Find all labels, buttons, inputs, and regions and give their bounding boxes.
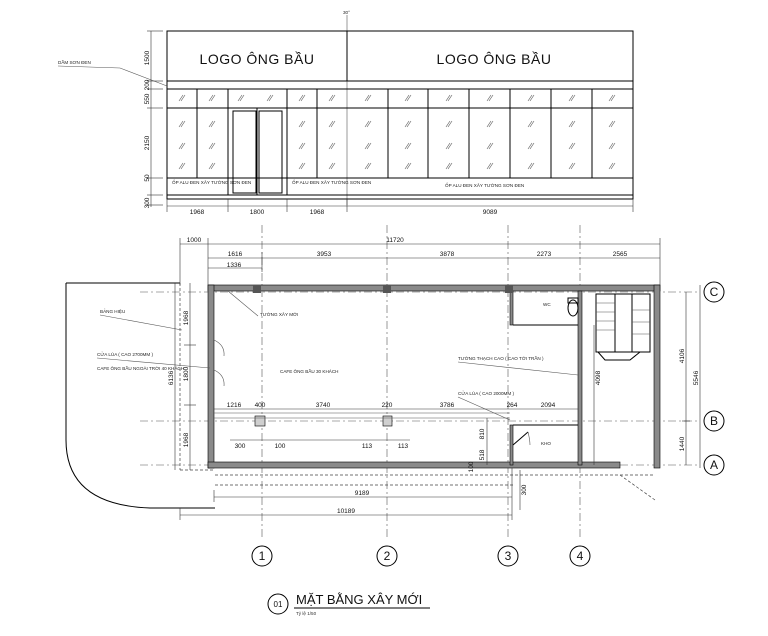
label-cua-lua-2: CỬA LÙA ( CAO 2000MM ) (458, 390, 514, 396)
store-wall-left (509, 424, 514, 466)
label-cafe-indoor: CAFE ÔNG BẦU 30 KHÁCH (280, 368, 338, 374)
label-wc: WC (543, 302, 551, 307)
note-left: ỐP ALU ĐEN XÂY TƯỜNG SƠN ĐEN (172, 179, 251, 185)
dim-top-2565: 2565 (613, 251, 628, 258)
dim-left-1968-a: 1968 (183, 310, 190, 325)
wc-wall-left (509, 290, 514, 326)
staircase (595, 293, 651, 361)
front-elevation: 30° LOGO ÔNG BẦU LOGO ÔNG BẦU ỐP ALU ĐEN… (57, 10, 634, 216)
label-bang-hieu: BẢNG HIỆU (100, 307, 125, 314)
dim-top-1000: 1000 (187, 237, 202, 244)
dim-small-100-b: 100 (468, 461, 475, 472)
title-text: MẶT BẰNG XÂY MỚI (296, 592, 422, 607)
label-cafe-outdoor: CAFE ÔNG BẦU NGOÀI TRỜI 40 KHÁCH (97, 365, 184, 371)
title-scale: Tỷ lệ 1/50 (296, 610, 317, 616)
column-top-3 (505, 285, 513, 293)
dim-small-518: 518 (479, 449, 486, 460)
axis-2: 2 (384, 549, 391, 563)
dim-inner-264: 264 (507, 402, 518, 409)
column-top-2 (383, 285, 391, 293)
site-boundary (65, 283, 215, 509)
label-dam: DẦM SƠN ĐEN (58, 59, 91, 65)
dim-bottom-10189: 10189 (337, 508, 355, 515)
dim-left-1968-b: 1968 (183, 432, 190, 447)
column-top-1 (253, 285, 261, 293)
dim-bottom-300: 300 (521, 484, 528, 495)
dim-inner-2094: 2094 (541, 402, 556, 409)
dim-h-1800: 1800 (250, 209, 265, 216)
column-1 (254, 415, 266, 427)
dim-v-2150: 2150 (144, 135, 151, 150)
dim-v-50: 50 (144, 174, 151, 182)
dim-small-113-a: 113 (362, 443, 373, 450)
dim-small-810: 810 (479, 428, 486, 439)
axis-4: 4 (577, 549, 584, 563)
dim-h-1968-b: 1968 (310, 209, 325, 216)
dim-v-1500: 1500 (144, 50, 151, 65)
dim-right-4098: 4098 (595, 370, 602, 385)
floor-plan: BẢNG HIỆU CỬA LÙA ( CAO 2700MM ) CAFE ÔN… (65, 225, 725, 567)
dim-top-1336: 1336 (227, 262, 242, 269)
dim-inner-400: 400 (255, 402, 266, 409)
dim-v-300: 300 (144, 197, 151, 208)
dim-left-1800: 1800 (183, 366, 190, 381)
dim-inner-220: 220 (382, 402, 393, 409)
logo-right: LOGO ÔNG BẦU (437, 51, 552, 67)
logo-left: LOGO ÔNG BẦU (200, 51, 315, 67)
dim-v-550: 550 (144, 93, 151, 104)
dim-bottom-9189: 9189 (355, 490, 370, 497)
dim-h-9089: 9089 (483, 209, 498, 216)
note-mid: ỐP ALU ĐEN XÂY TƯỜNG SƠN ĐEN (292, 179, 371, 185)
label-kho: KHO (541, 441, 551, 446)
wall-left (207, 284, 215, 469)
axis-a: A (710, 458, 718, 472)
wall-bottom (207, 461, 621, 469)
dim-top-2273: 2273 (537, 251, 552, 258)
label-tuong-xay: TƯỜNG XÂY MỚI (260, 311, 298, 317)
dim-inner-3740: 3740 (316, 402, 331, 409)
dim-left-6136: 6136 (168, 370, 175, 385)
top-mark-label: 30° (343, 10, 350, 15)
dim-inner-3786: 3786 (440, 402, 455, 409)
label-cua-lua: CỬA LÙA ( CAO 2700MM ) (97, 351, 153, 357)
wall-top (207, 284, 661, 292)
partition-gypsum (577, 290, 583, 466)
label-tuong-thach: TƯỜNG THẠCH CAO ( CAO TỚI TRẦN ) (458, 355, 544, 361)
dim-inner-1216: 1216 (227, 402, 242, 409)
dim-right-5546: 5546 (693, 370, 700, 385)
dim-top-3953: 3953 (317, 251, 332, 258)
dim-v-200: 200 (144, 79, 151, 90)
dim-right-1440: 1440 (679, 436, 686, 451)
axis-markers: 1 2 3 4 C B A (251, 281, 725, 567)
dim-right-4106: 4106 (679, 348, 686, 363)
dim-small-113-b: 113 (398, 443, 409, 450)
axis-1: 1 (259, 549, 266, 563)
title-number: 01 (274, 600, 283, 609)
wall-right (653, 284, 661, 469)
dim-h-1968-a: 1968 (190, 209, 205, 216)
door-right-leaf (258, 110, 283, 194)
toilet-icon (567, 299, 579, 317)
axis-c: C (710, 285, 719, 299)
axis-b: B (710, 414, 718, 428)
beam-band (166, 80, 634, 90)
axis-3: 3 (505, 549, 512, 563)
dim-small-100: 100 (275, 443, 286, 450)
note-right: ỐP ALU ĐEN XÂY TƯỜNG SƠN ĐEN (445, 182, 524, 188)
dim-top-1616: 1616 (228, 251, 243, 258)
dim-top-11720: 11720 (386, 237, 404, 244)
drawing-title: 01 MẶT BẰNG XÂY MỚI Tỷ lệ 1/50 (267, 592, 430, 616)
column-2 (382, 415, 393, 427)
door-left-leaf (232, 110, 257, 194)
dim-top-3878: 3878 (440, 251, 455, 258)
dim-small-300: 300 (235, 443, 246, 450)
